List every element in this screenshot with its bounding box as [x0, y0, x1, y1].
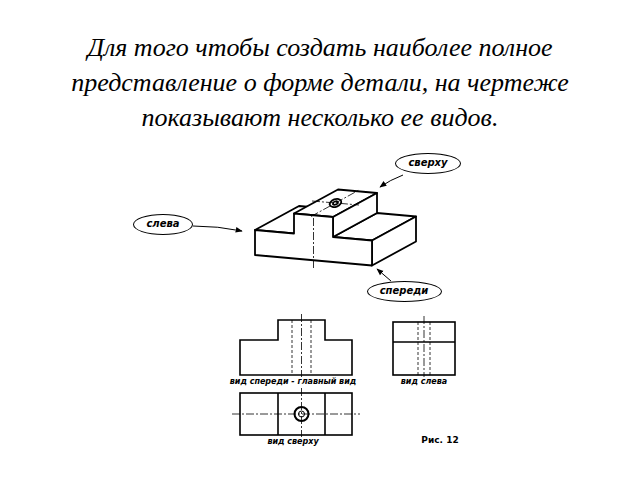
center-lines	[311, 190, 360, 269]
callout-text: слева	[146, 218, 179, 230]
figure-caption: Рис. 12	[421, 435, 458, 446]
view-label: вид спереди - главный вид	[229, 377, 358, 387]
left-view-hidden	[418, 316, 430, 380]
front-view-hidden	[292, 314, 311, 381]
callout-text: сверху	[408, 157, 447, 169]
callout-oval: сверху	[395, 153, 461, 174]
top-view-center-lines	[232, 388, 360, 440]
isometric-part	[255, 190, 416, 266]
callout-leaders	[193, 175, 403, 281]
view-label: вид сверху	[266, 437, 319, 447]
callout-oval: слева	[133, 214, 193, 235]
view-label: вид слева	[400, 377, 448, 387]
callout-oval: спереди	[367, 281, 442, 302]
front-view	[240, 320, 352, 375]
callout-text: спереди	[380, 285, 429, 297]
heading: Для того чтобы создать наиболее полное п…	[50, 30, 590, 135]
